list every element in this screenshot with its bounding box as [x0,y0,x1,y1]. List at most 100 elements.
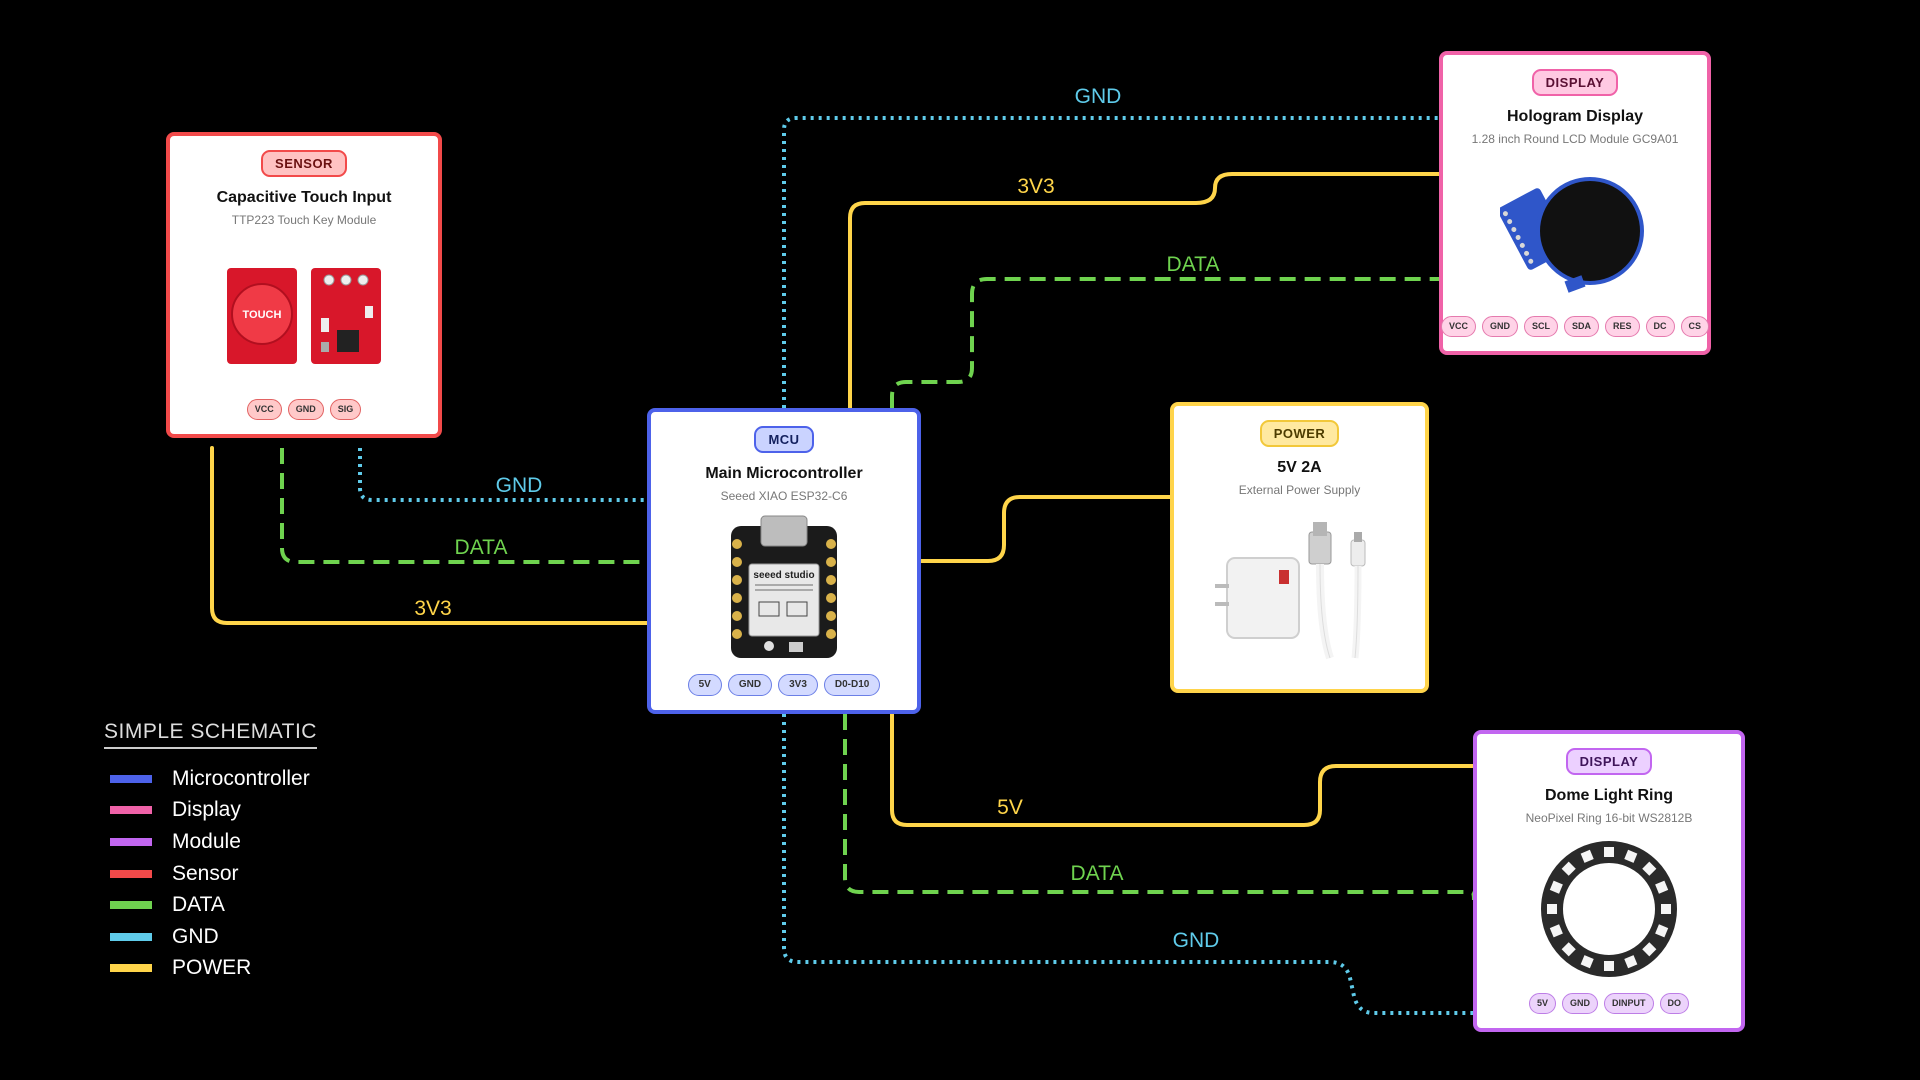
sensor-card[interactable]: SENSOR Capacitive Touch Input TTP223 Tou… [166,132,442,438]
wire-dome-5v [890,712,1476,827]
wire-dome-data [843,714,1476,901]
wire-label-dome-data: DATA [1070,862,1124,885]
hologram-subtitle: 1.28 inch Round LCD Module GC9A01 [1471,132,1679,146]
mcu-title: Main Microcontroller [705,465,863,482]
wire-holo-3v3 [848,172,1442,410]
wire-label-sensor-gnd: GND [495,474,543,497]
legend-swatch [110,774,152,783]
legend-item-module: Module [104,826,317,858]
led-icon [1624,849,1638,863]
led-icon [1580,849,1594,863]
legend-swatch [110,806,152,815]
power-adapter-image [1174,497,1425,689]
round-lcd-image [1443,146,1707,316]
wire-label-sensor-3v3: 3V3 [414,597,452,620]
legend-label: POWER [172,956,252,980]
legend-item-sensor: Sensor [104,858,317,890]
led-icon [1547,904,1557,914]
power-badge: POWER [1259,420,1340,447]
led-icon [1655,880,1669,894]
wire-label-holo-data: DATA [1166,253,1220,276]
pin-3v3: 3V3 [778,674,818,696]
neopixel-ring-image [1477,825,1741,993]
hologram-badge: DISPLAY [1531,69,1619,96]
dome-subtitle: NeoPixel Ring 16-bit WS2812B [1525,811,1693,825]
board-brand-label: seeed studio [753,570,814,581]
led-icon [1604,847,1614,857]
pin-gnd: GND [1562,993,1598,1014]
legend-label: Microcontroller [172,766,310,790]
pin-gnd: GND [287,399,324,420]
pin-dinput: DINPUT [1604,993,1654,1014]
mcu-badge: MCU [754,426,814,453]
legend: SIMPLE SCHEMATIC Microcontroller Display… [104,720,317,984]
pin-vcc: VCC [246,399,282,420]
pin-sig: SIG [329,399,362,420]
sensor-pins: VCC GND SIG [246,399,362,420]
pin-5v: 5V [1528,993,1556,1014]
wire-label-holo-gnd: GND [1074,85,1122,108]
legend-label: Sensor [172,861,239,885]
legend-swatch [110,901,152,910]
dome-badge: DISPLAY [1565,748,1653,775]
led-icon [1580,955,1594,969]
wire-holo-data [890,277,1440,408]
pin-do: DO [1659,993,1689,1014]
hologram-display-card[interactable]: DISPLAY Hologram Display 1.28 inch Round… [1439,51,1711,355]
wire-label-dome-5v: 5V [997,796,1023,819]
legend-title: SIMPLE SCHEMATIC [104,720,317,749]
led-icon [1549,880,1563,894]
wire-sensor-3v3 [210,446,650,625]
wire-label-holo-3v3: 3V3 [1017,175,1055,198]
pin-res: RES [1605,316,1640,337]
legend-swatch [110,932,152,941]
legend-item-gnd: GND [104,921,317,953]
pin-d0-d10: D0-D10 [823,674,881,696]
wire-dome-gnd [782,714,1474,1015]
touch-pad-label: TOUCH [243,309,282,321]
pin-gnd: GND [1481,316,1518,337]
led-icon [1624,955,1638,969]
led-icon [1661,904,1671,914]
hologram-pins: VCC GND SCL SDA RES DC CS [1440,316,1710,337]
legend-items: Microcontroller Display Module Sensor DA… [104,763,317,984]
dome-title: Dome Light Ring [1545,787,1673,804]
mcu-pins: 5V GND 3V3 D0-D10 [687,674,881,696]
sensor-subtitle: TTP223 Touch Key Module [231,213,377,227]
legend-label: Module [172,829,241,853]
sensor-badge: SENSOR [261,150,347,177]
legend-label: DATA [172,893,225,917]
legend-label: Display [172,798,241,822]
dome-pins: 5V GND DINPUT DO [1528,993,1689,1014]
wire-sensor-gnd [358,448,648,502]
power-supply-card[interactable]: POWER 5V 2A External Power Supply [1170,402,1429,693]
pin-gnd: GND [727,674,773,696]
pin-vcc: VCC [1440,316,1476,337]
xiao-board-image: seeed studio [651,503,917,674]
legend-item-power: POWER [104,953,317,985]
mcu-card[interactable]: MCU Main Microcontroller Seeed XIAO ESP3… [647,408,921,714]
pin-cs: CS [1680,316,1710,337]
pin-scl: SCL [1523,316,1558,337]
legend-swatch [110,837,152,846]
legend-item-microcontroller: Microcontroller [104,763,317,795]
wire-label-sensor-data: DATA [454,536,508,559]
wire-holo-gnd [782,116,1440,408]
pin-5v: 5V [687,674,722,696]
hologram-title: Hologram Display [1506,108,1644,125]
legend-swatch [110,964,152,973]
sensor-title: Capacitive Touch Input [216,189,392,206]
led-icon [1549,924,1563,938]
wire-sensor-data [280,448,648,564]
dome-light-ring-card[interactable]: DISPLAY Dome Light Ring NeoPixel Ring 16… [1473,730,1745,1032]
legend-item-data: DATA [104,889,317,921]
led-icon [1655,924,1669,938]
pin-dc: DC [1645,316,1675,337]
led-icon [1604,961,1614,971]
power-subtitle: External Power Supply [1238,483,1361,497]
legend-swatch [110,869,152,878]
touch-module-image: TOUCH [170,227,438,399]
wire-label-dome-gnd: GND [1172,929,1220,952]
power-title: 5V 2A [1277,459,1322,476]
legend-label: GND [172,924,219,948]
